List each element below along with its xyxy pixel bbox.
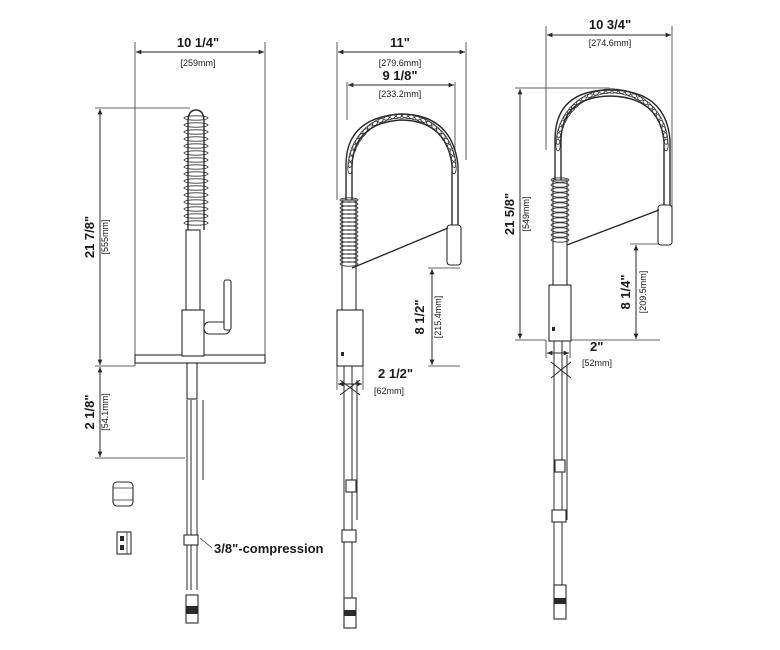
alt-faucet-body [548,284,572,342]
front-view: 10 1/4" [259mm] 21 7/8" [555mm] 2 1/8" [… [82,35,324,624]
alt-width-mm: [274.6mm] [589,38,632,48]
alt-height-in: 21 5/8" [502,193,517,235]
front-height-mm: [555mm] [100,219,110,254]
front-below-deck-mm: [54.1mm] [100,393,110,431]
side-reach-in: 11" [390,35,410,50]
side-base-in: 2 1/2" [378,366,413,381]
compression-fitting [116,531,132,555]
side-spout-height-in: 8 1/2" [412,299,427,334]
spring-spout-side [339,113,462,269]
alt-side-view: 10 3/4" [274.6mm] 21 5/8" [549mm] 8 1/4"… [502,17,673,620]
front-below-deck-in: 2 1/8" [82,394,97,429]
front-height-in: 21 7/8" [82,216,97,258]
mounting-nut [112,481,134,507]
spring-spout-alt [550,88,673,246]
side-spout-height-mm: [215.4mm] [433,296,443,339]
faucet-column [185,229,201,311]
handle-lever [223,279,232,331]
faucet-body [181,309,205,357]
side-base-mm: [62mm] [374,386,404,396]
side-faucet-column [341,199,357,311]
alt-base-mm: [52mm] [582,358,612,368]
side-reach-mm: [279.6mm] [379,58,422,68]
front-width-mm: [259mm] [180,58,215,68]
front-width-in: 10 1/4" [177,35,219,50]
alt-height-mm: [549mm] [521,196,531,231]
side-faucet-body [336,309,364,367]
alt-spout-height-mm: [209.5mm] [638,271,648,314]
alt-width-in: 10 3/4" [589,17,631,32]
side-spray-head [446,224,462,266]
compression-callout: 3/8"-compression [214,541,324,556]
spring-spout-front [183,109,209,230]
side-arc-mm: [233.2mm] [379,89,422,99]
side-view: 11" [279.6mm] 9 1/8" [233.2mm] 8 1/2" [2… [336,35,467,629]
alt-spray-head [657,204,673,246]
side-arc-in: 9 1/8" [382,68,417,83]
alt-spout-height-in: 8 1/4" [618,274,633,309]
alt-base-in: 2" [590,339,603,354]
